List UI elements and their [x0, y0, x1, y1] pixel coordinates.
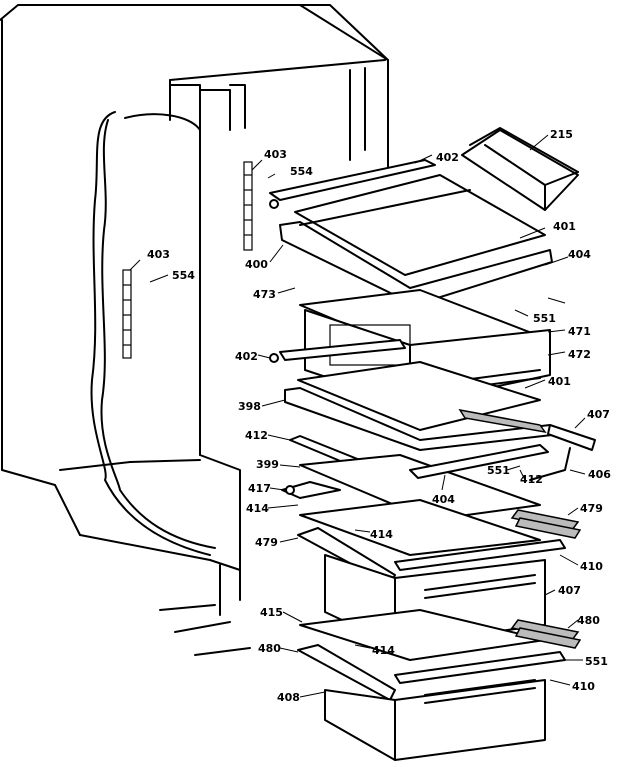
label-410-lower: 410	[572, 680, 595, 693]
label-471: 471	[568, 325, 591, 338]
label-406: 406	[588, 468, 611, 481]
shelf-ladder-upper	[243, 161, 253, 251]
label-400: 400	[245, 258, 268, 271]
label-401-top: 401	[553, 220, 576, 233]
label-398: 398	[238, 400, 261, 413]
label-215: 215	[550, 128, 573, 141]
door-bin-215	[461, 127, 579, 211]
shelf-ladder-left	[122, 269, 132, 359]
top-shelf-assembly	[269, 159, 553, 306]
label-402-mid: 402	[235, 350, 258, 363]
label-403-left: 403	[147, 248, 170, 261]
label-403-upper: 403	[264, 148, 287, 161]
label-402-top: 402	[436, 151, 459, 164]
label-551-lower: 551	[585, 655, 608, 668]
label-551-mid: 551	[487, 464, 510, 477]
label-410-upper: 410	[580, 560, 603, 573]
lower-shelf-frame	[281, 435, 549, 521]
cabinet-outline	[0, 4, 389, 656]
label-407-rail: 407	[587, 408, 610, 421]
label-554-upper: 554	[290, 165, 313, 178]
label-412-right: 412	[520, 473, 543, 486]
label-473-left: 473	[253, 288, 276, 301]
label-412-left: 412	[245, 429, 268, 442]
lower-drawer-assembly	[297, 609, 582, 761]
label-407-drawer: 407	[558, 584, 581, 597]
label-404-top: 404	[568, 248, 591, 261]
label-479-right: 479	[580, 502, 603, 515]
label-414-left: 414	[246, 502, 269, 515]
label-404-mid: 404	[432, 493, 455, 506]
label-414-upper-drawer: 414	[370, 528, 393, 541]
label-417: 417	[248, 482, 271, 495]
label-414-lower-drawer: 414	[372, 644, 395, 657]
leader-lines	[129, 134, 586, 698]
label-415: 415	[260, 606, 283, 619]
label-480-left: 480	[258, 642, 281, 655]
label-408: 408	[277, 691, 300, 704]
label-399: 399	[256, 458, 279, 471]
label-401-mid: 401	[548, 375, 571, 388]
label-551-upper: 551	[533, 312, 556, 325]
label-554-left: 554	[172, 269, 195, 282]
label-479-left: 479	[255, 536, 278, 549]
part-labels: 215 402 403 554 401 404 400 473 551 471 …	[147, 128, 611, 704]
side-rails	[529, 424, 596, 481]
label-480-right: 480	[577, 614, 600, 627]
label-472: 472	[568, 348, 591, 361]
